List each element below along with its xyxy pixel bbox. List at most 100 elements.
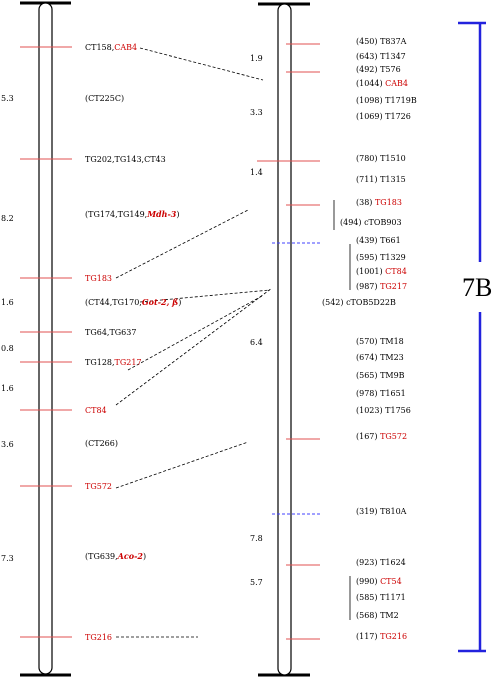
locus-label-part: T661 (380, 236, 401, 245)
locus-number: (1044) (356, 79, 385, 88)
right-distances: 1.93.31.46.47.85.7 (250, 54, 263, 587)
locus-label: (585) T1171 (356, 593, 406, 602)
locus-label-part: T1171 (380, 593, 406, 602)
locus-label: CT84 (85, 406, 107, 415)
locus-label-part: TM2 (380, 611, 399, 620)
locus-label-part: TG64,TG637 (85, 328, 136, 337)
locus-label-part: T1347 (380, 52, 406, 61)
locus-number: (595) (356, 253, 380, 262)
distance-label: 5.3 (1, 94, 14, 103)
distance-label: 7.3 (1, 554, 14, 563)
right-chromosome (258, 2, 310, 677)
left-distances: 5.38.21.60.81.63.67.3 (1, 94, 14, 563)
locus-label-part: T1510 (380, 154, 406, 163)
chromosome-name: 7B (462, 273, 492, 302)
locus-number: (494) (340, 218, 364, 227)
locus-label: CT158,CAB4 (85, 43, 137, 52)
locus-label: TG216 (85, 633, 112, 642)
locus-number: (711) (356, 175, 380, 184)
locus-number: (167) (356, 432, 380, 441)
locus-label-part: TG216 (85, 633, 112, 642)
right-locus-labels: (450) T837A (643) T1347 (492) T576 (1044) C… (322, 37, 417, 641)
locus-label-part: T1624 (380, 558, 406, 567)
distance-label: 8.2 (1, 214, 14, 223)
connector-line (139, 289, 271, 303)
locus-label: (439) T661 (356, 236, 401, 245)
locus-label-part: ) (176, 210, 179, 219)
locus-label: (568) TM2 (356, 611, 399, 620)
locus-label-part: TG183 (85, 274, 112, 283)
locus-number: (990) (356, 577, 380, 586)
locus-label: (450) T837A (356, 37, 407, 46)
locus-label: TG128,TG217 (85, 358, 142, 367)
locus-label: (CT266) (85, 439, 118, 448)
locus-number: (585) (356, 593, 380, 602)
locus-number: (780) (356, 154, 380, 163)
locus-number: (978) (356, 389, 380, 398)
locus-label-part: T576 (380, 65, 401, 74)
locus-label-part: TG217 (115, 358, 142, 367)
locus-label-part: T1329 (380, 253, 406, 262)
locus-label: (117) TG216 (356, 632, 407, 641)
locus-label: (1023) T1756 (356, 406, 411, 415)
chromosome-bracket: 7B (458, 21, 492, 653)
distance-label: 1.9 (250, 54, 263, 63)
locus-label-part: TM9B (380, 371, 405, 380)
locus-number: (674) (356, 353, 380, 362)
locus-number: (1023) (356, 406, 385, 415)
locus-label-part: T1756 (385, 406, 411, 415)
locus-label-part: T1719B (385, 96, 417, 105)
left-chromosome (20, 1, 71, 677)
distance-label: 6.4 (250, 338, 263, 347)
locus-label-part: CT84 (85, 406, 107, 415)
locus-number: (542) (322, 298, 346, 307)
locus-number: (1098) (356, 96, 385, 105)
locus-number: (568) (356, 611, 380, 620)
locus-label-part: TG216 (380, 632, 407, 641)
locus-label-part: TG202,TG143,CT43 (85, 155, 166, 164)
locus-number: (1069) (356, 112, 385, 121)
locus-label-part: TG572 (85, 482, 112, 491)
locus-number: (570) (356, 337, 380, 346)
locus-label: (990) CT54 (356, 577, 402, 586)
locus-label: (167) TG572 (356, 432, 407, 441)
locus-label: (711) T1315 (356, 175, 406, 184)
locus-label-part: (TG639, (85, 552, 118, 561)
distance-label: 3.6 (1, 440, 14, 449)
locus-label-part: CT158, (85, 43, 114, 52)
locus-label-part: (CT44,TG170, (85, 298, 142, 307)
locus-label: (492) T576 (356, 65, 401, 74)
connector-line (115, 441, 249, 489)
distance-label: 1.6 (1, 384, 14, 393)
locus-label: (542) cTOB5D22B (322, 298, 396, 307)
locus-label: (TG174,TG149,Mdh-3) (85, 209, 179, 219)
locus-label: TG202,TG143,CT43 (85, 155, 166, 164)
locus-label: (595) T1329 (356, 253, 406, 262)
locus-label: (CT225C) (85, 94, 124, 103)
locus-label-part: TG217 (380, 282, 407, 291)
distance-label: 1.6 (1, 298, 14, 307)
distance-label: 5.7 (250, 578, 263, 587)
locus-number: (319) (356, 507, 380, 516)
connector-line (115, 209, 249, 279)
locus-label-part: Aco-2 (117, 551, 144, 561)
locus-label: (565) TM9B (356, 371, 405, 380)
locus-label-part: TG572 (380, 432, 407, 441)
locus-number: (923) (356, 558, 380, 567)
connector-line (115, 287, 273, 406)
locus-label: (674) TM23 (356, 353, 404, 362)
locus-label-part: TM23 (380, 353, 404, 362)
locus-number: (643) (356, 52, 380, 61)
locus-label: (978) T1651 (356, 389, 406, 398)
locus-label: (319) T810A (356, 507, 407, 516)
locus-label-part: TM18 (380, 337, 404, 346)
locus-label-part: T1315 (380, 175, 406, 184)
locus-label: (570) TM18 (356, 337, 404, 346)
locus-number: (987) (356, 282, 380, 291)
locus-label-part: (CT266) (85, 439, 118, 448)
locus-label: (1044) CAB4 (356, 79, 408, 88)
locus-number: (565) (356, 371, 380, 380)
locus-label: (1069) T1726 (356, 112, 411, 121)
locus-label-part: (TG174,TG149, (85, 210, 147, 219)
